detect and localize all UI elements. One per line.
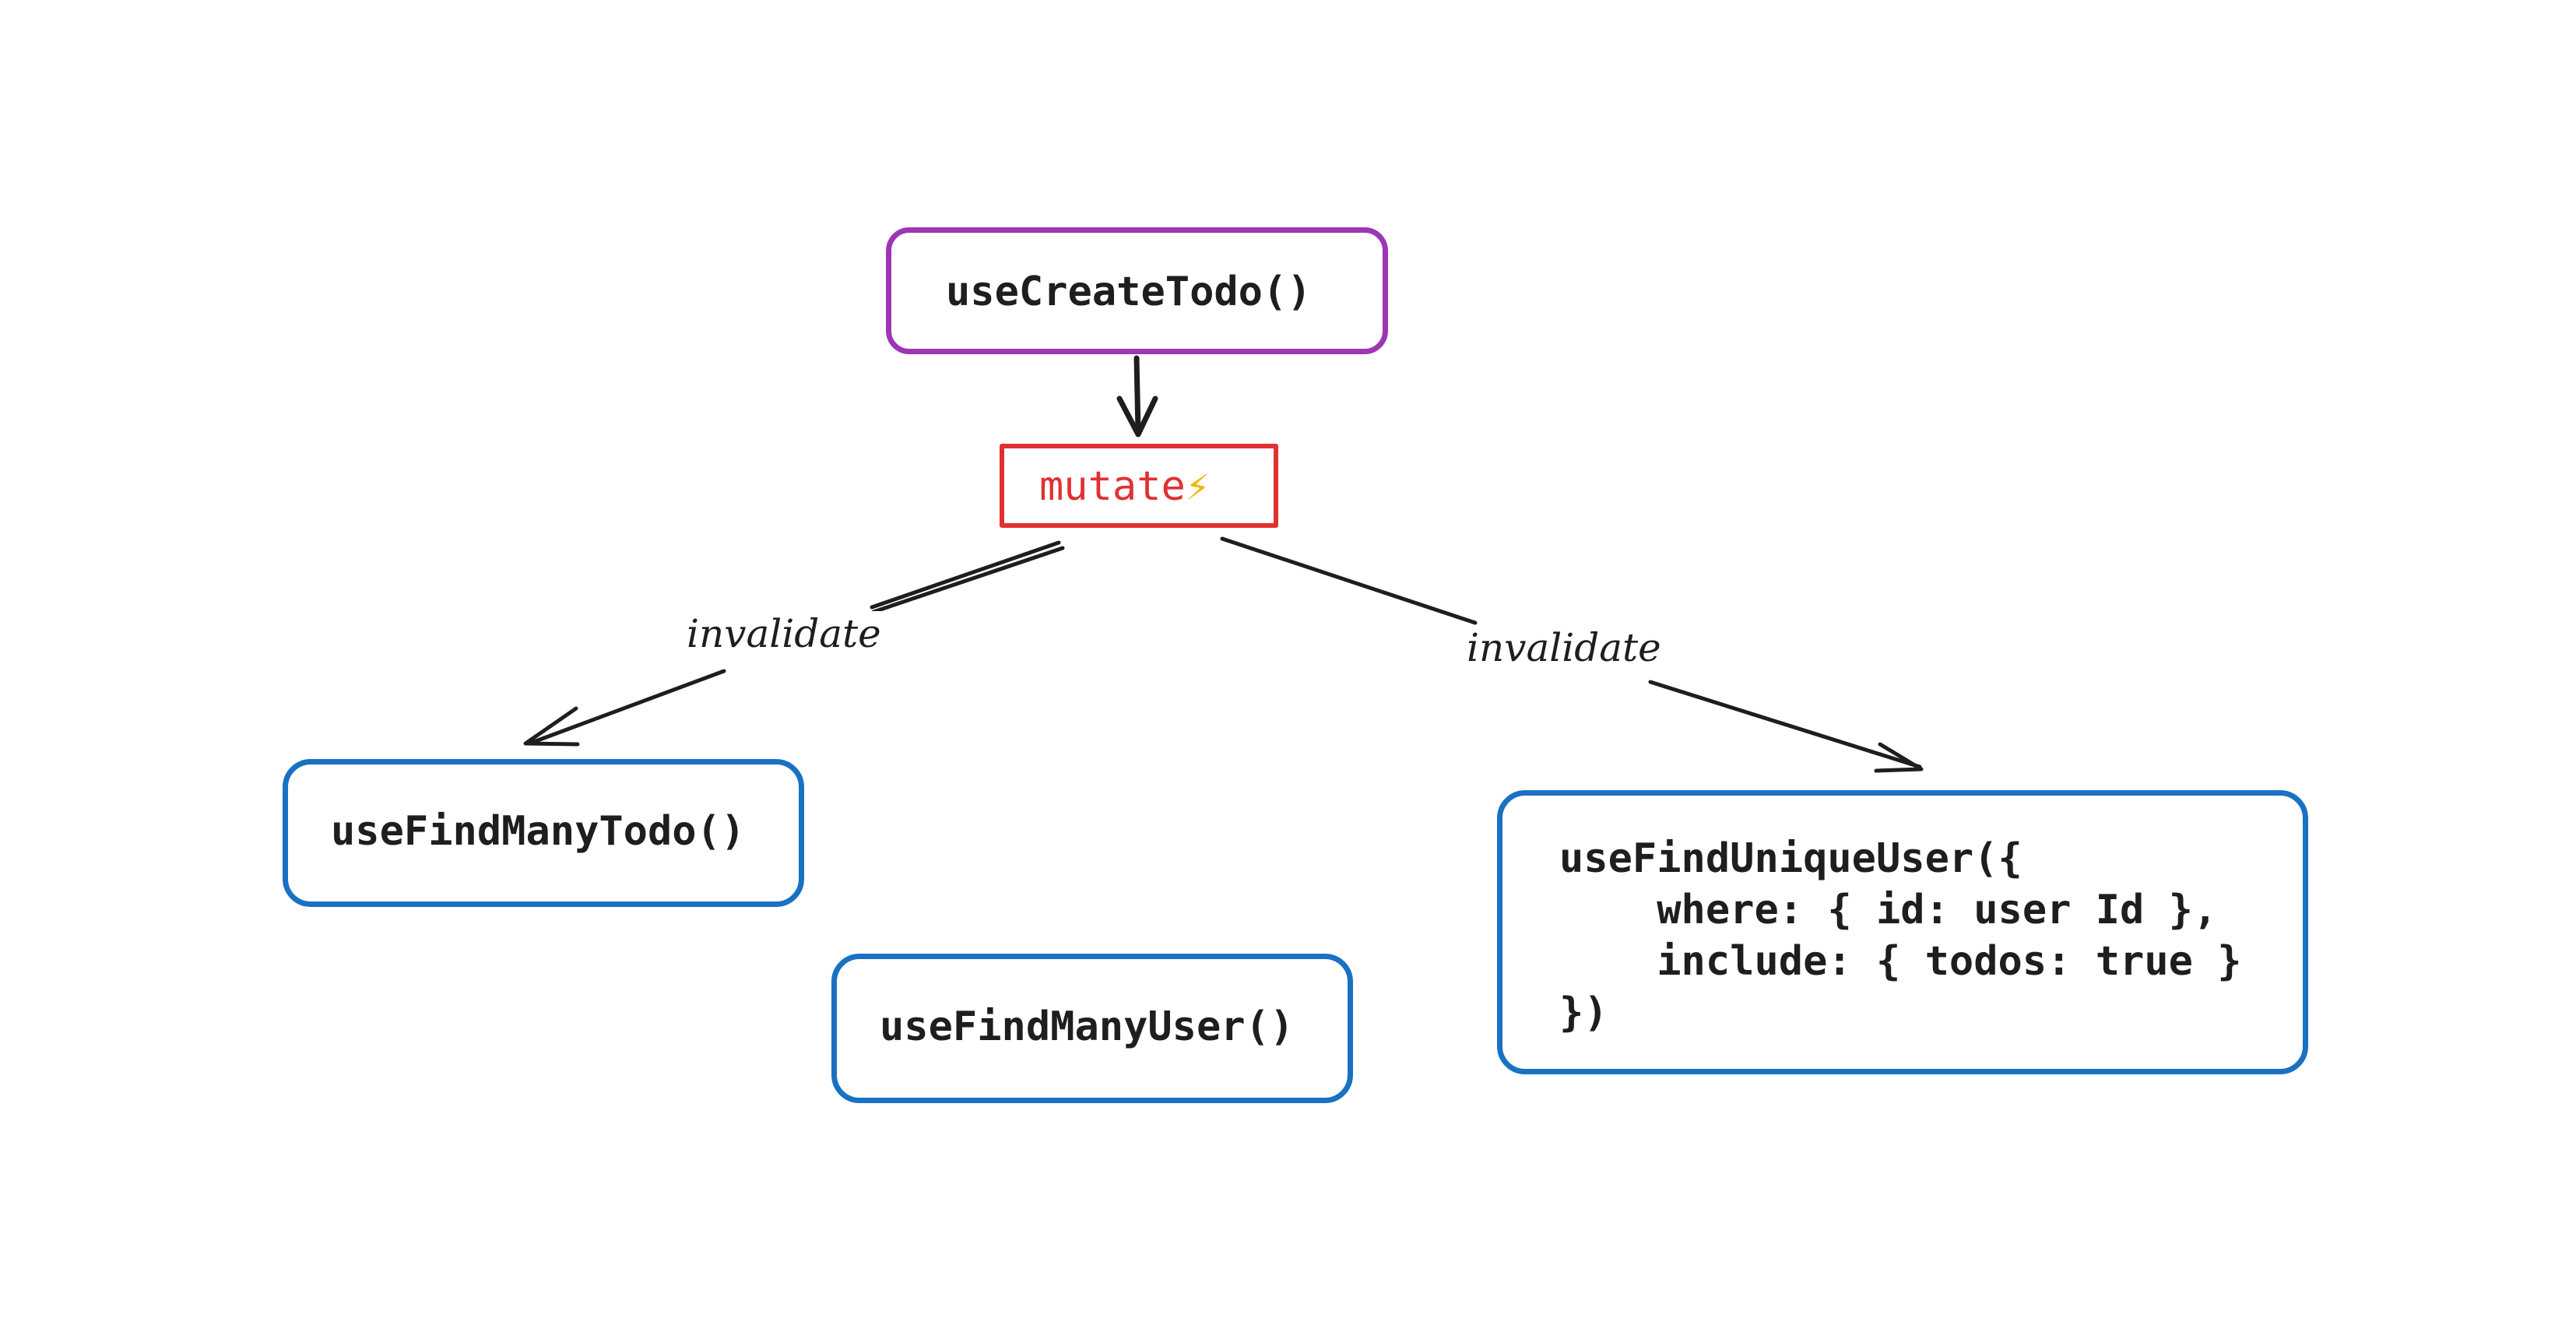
use-find-many-todo-label: useFindManyTodo() — [331, 808, 746, 855]
invalidate-label-right: invalidate — [1462, 625, 1666, 670]
use-find-many-user-node — [831, 954, 1353, 1103]
use-find-unique-user-line-3: include: { todos: true } — [1559, 938, 2242, 985]
use-find-many-todo-node — [283, 759, 804, 907]
lightning-bolt-icon: ⚡ — [1185, 463, 1211, 510]
mutate-node — [1000, 444, 1278, 528]
use-find-unique-user-node — [1497, 790, 2308, 1074]
invalidate-label-left: invalidate — [682, 611, 886, 656]
use-find-many-user-label: useFindManyUser() — [880, 1003, 1295, 1050]
use-find-unique-user-line-2: where: { id: user Id }, — [1559, 887, 2218, 933]
use-create-todo-node — [886, 227, 1388, 354]
arrow-create-to-mutate — [1116, 355, 1158, 438]
arrow-mutate-to-find-many-todo — [523, 540, 1065, 747]
use-find-unique-user-line-4: }) — [1559, 989, 1608, 1036]
arrow-mutate-to-find-unique-user — [1220, 536, 1924, 773]
use-find-unique-user-line-1: useFindUniqueUser({ — [1559, 835, 2022, 882]
mutate-text: mutate — [1039, 463, 1186, 510]
use-create-todo-label: useCreateTodo() — [946, 269, 1312, 315]
mutate-label: mutate⚡ — [1039, 461, 1210, 512]
